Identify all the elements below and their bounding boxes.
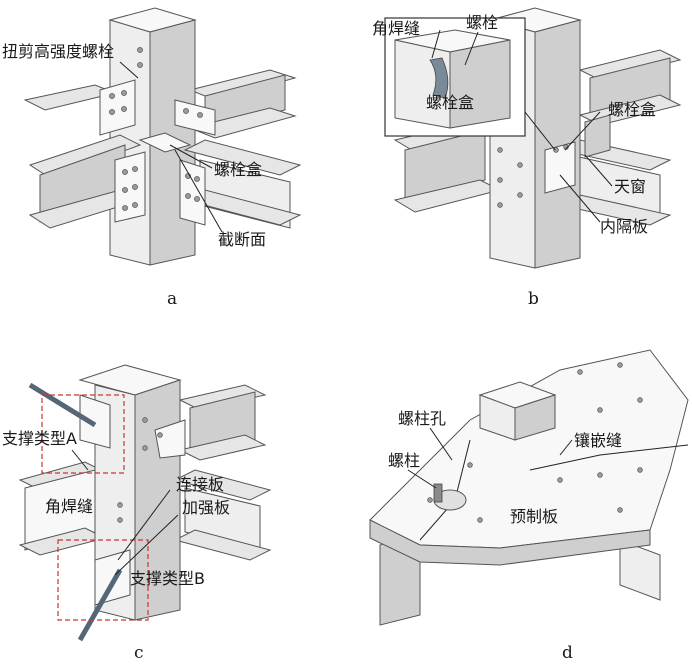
caption-b: b [528,289,539,309]
label-bolt-box-a: 螺栓盒 [214,160,262,179]
label-diaphragm: 内隔板 [600,217,648,236]
caption-d: d [562,643,573,663]
label-bolt-box-b: 螺栓盒 [608,100,656,119]
label-fillet-weld-b: 角焊缝 [372,19,420,38]
label-tension-bolt: 扭剪高强度螺栓 [2,42,114,61]
panel-a: 扭剪高强度螺栓 螺栓盒 截断面 a [2,7,302,309]
label-fillet-weld-c: 角焊缝 [45,497,93,516]
label-inlay-seam: 镶嵌缝 [574,431,622,450]
label-bolt-b: 螺栓 [466,13,498,32]
panel-b: 角焊缝 螺栓 螺栓盒 螺栓盒 天窗 内隔板 b [372,7,682,309]
label-skylight: 天窗 [614,177,646,196]
label-stiffener: 加强板 [182,498,230,517]
label-cross-section: 截断面 [218,230,266,249]
bolts-d [427,362,643,523]
label-stud: 螺柱 [388,451,420,470]
label-bolt-box-inset: 螺栓盒 [426,93,474,112]
label-connecting-plate: 连接板 [176,475,224,494]
bolts-a [109,47,203,211]
label-brace-a: 支撑类型A [2,429,77,448]
caption-c: c [134,643,144,663]
label-brace-b: 支撑类型B [130,569,205,588]
label-precast-slab: 预制板 [510,507,558,526]
panel-d: 螺柱孔 螺柱 镶嵌缝 预制板 d [369,349,689,663]
panel-c: 支撑类型A 角焊缝 连接板 加强板 支撑类型B c [2,364,272,663]
label-bolt-hole: 螺柱孔 [398,409,446,428]
caption-a: a [167,289,177,309]
